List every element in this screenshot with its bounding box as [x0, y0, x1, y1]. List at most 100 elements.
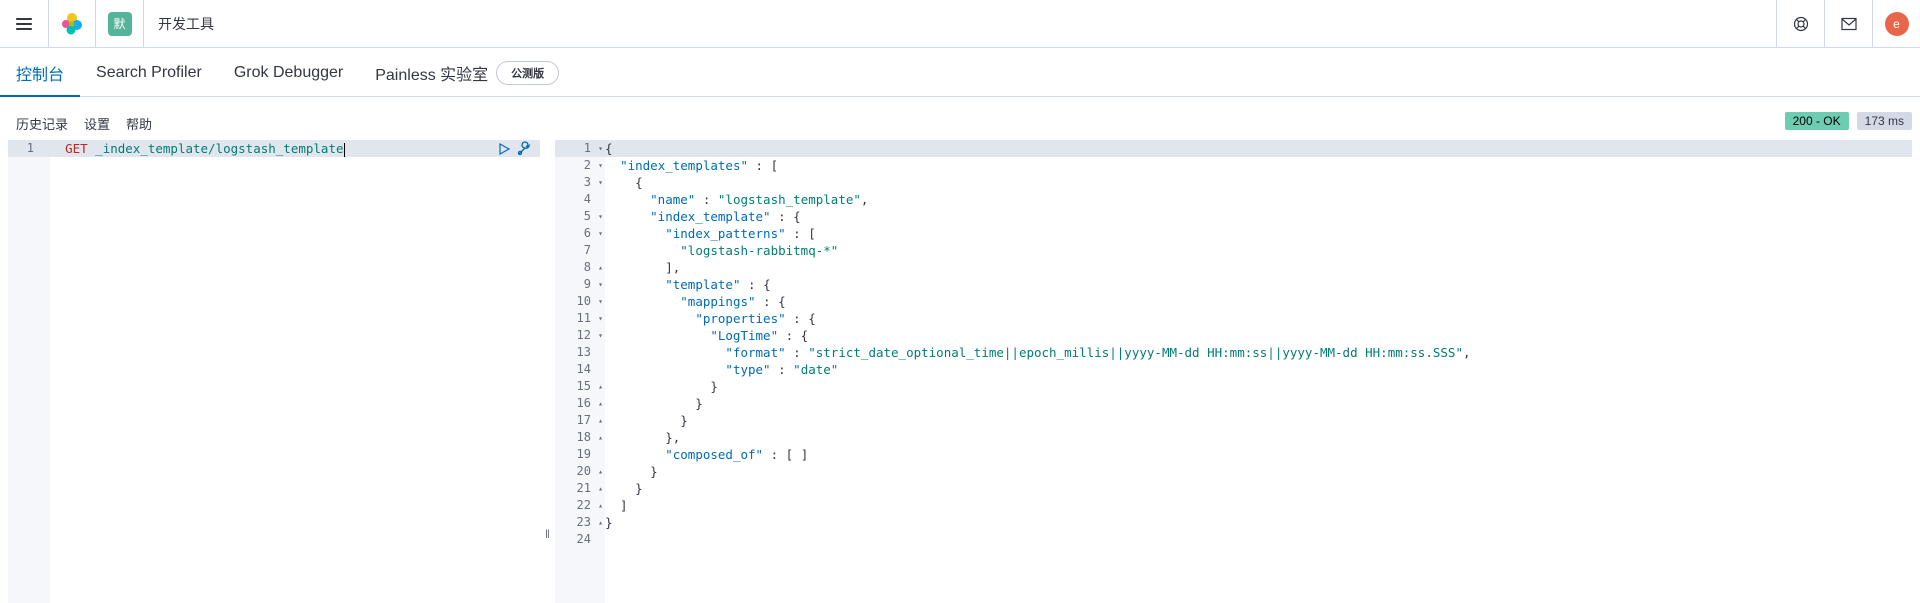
response-line: "name" : "logstash_template",: [650, 192, 869, 207]
avatar: e: [1884, 11, 1909, 36]
line-number: 16▴: [576, 396, 603, 410]
fold-toggle-icon[interactable]: ▾: [598, 212, 603, 221]
fold-toggle-icon[interactable]: ▾: [598, 178, 603, 187]
response-line: "logstash-rabbitmq-*": [680, 243, 839, 258]
response-line: "index_template" : {: [650, 209, 801, 224]
fold-toggle-icon[interactable]: ▴: [598, 263, 603, 272]
response-line: }: [605, 379, 718, 394]
line-number: 5▾: [583, 209, 603, 223]
fold-toggle-icon[interactable]: ▾: [598, 229, 603, 238]
fold-toggle-icon[interactable]: ▴: [598, 416, 603, 425]
status-badge: 200 - OK: [1784, 112, 1849, 130]
beta-badge: 公测版: [496, 60, 560, 85]
fold-toggle-icon[interactable]: ▴: [598, 399, 603, 408]
fold-toggle-icon[interactable]: ▾: [598, 331, 603, 340]
response-line: }: [605, 515, 613, 530]
response-line: }: [605, 396, 703, 411]
line-number: 9▾: [583, 277, 603, 291]
response-line: "index_templates" : [: [620, 158, 779, 173]
response-line: "properties" : {: [695, 311, 816, 326]
line-number: 11▾: [576, 311, 603, 325]
console-toolbar: 历史记录 设置 帮助 200 - OK 173 ms: [0, 112, 1920, 134]
line-number: 4: [583, 192, 591, 206]
line-number: 18▴: [576, 430, 603, 444]
help-menu-button[interactable]: [1776, 0, 1824, 48]
response-line: }: [605, 413, 688, 428]
request-time-badge: 173 ms: [1856, 112, 1912, 130]
line-number: 17▴: [576, 413, 603, 427]
fold-toggle-icon[interactable]: ▴: [598, 467, 603, 476]
pane-resize-handle[interactable]: ‖: [545, 527, 550, 541]
response-code[interactable]: { "index_templates" : [ { "name" : "logs…: [605, 140, 1912, 548]
line-number: 12▾: [576, 328, 603, 342]
response-line: },: [605, 430, 681, 445]
request-line[interactable]: GET _index_template/logstash_template: [50, 140, 540, 157]
response-line: "composed_of" : [ ]: [665, 447, 809, 462]
response-line: "format" : "strict_date_optional_time||e…: [725, 345, 1471, 360]
fold-toggle-icon[interactable]: ▴: [598, 484, 603, 493]
line-number: 22▴: [576, 498, 603, 512]
history-link[interactable]: 历史记录: [16, 116, 69, 132]
wrench-icon[interactable]: [516, 141, 532, 157]
elastic-logo-icon: [62, 12, 82, 34]
tab-label: Grok Debugger: [233, 63, 344, 81]
response-line: "index_patterns" : [: [665, 226, 816, 241]
hamburger-icon: [16, 17, 32, 30]
response-line: "mappings" : {: [680, 294, 786, 309]
fold-toggle-icon[interactable]: ▾: [598, 144, 603, 153]
tab-search-profiler[interactable]: Search Profiler: [80, 49, 218, 96]
tab-grok-debugger[interactable]: Grok Debugger: [218, 49, 359, 96]
fold-toggle-icon[interactable]: ▴: [598, 433, 603, 442]
tab-label: Painless 实验室: [375, 66, 489, 84]
play-icon[interactable]: [498, 143, 510, 155]
line-number: 14: [576, 362, 591, 376]
user-menu-button[interactable]: e: [1872, 0, 1920, 48]
line-number: 10▾: [576, 294, 603, 308]
response-line: ]: [605, 498, 628, 513]
response-line: "template" : {: [665, 277, 771, 292]
elastic-logo[interactable]: [48, 0, 96, 48]
request-path: _index_template/logstash_template: [87, 141, 344, 156]
line-number: 20▴: [576, 464, 603, 478]
line-number: 15▴: [576, 379, 603, 393]
help-link[interactable]: 帮助: [126, 116, 153, 132]
request-editor[interactable]: 1 GET _index_template/logstash_template: [8, 140, 540, 603]
top-header: 默 开发工具 e: [0, 0, 1920, 48]
line-number: 19: [576, 447, 591, 461]
newsfeed-button[interactable]: [1824, 0, 1872, 48]
response-line: "LogTime" : {: [710, 328, 809, 343]
request-method: GET: [65, 141, 88, 156]
settings-link[interactable]: 设置: [84, 116, 111, 132]
breadcrumb: 开发工具: [158, 15, 214, 32]
line-number: 24: [576, 532, 591, 546]
line-number: 8▴: [583, 260, 603, 274]
response-line: }: [605, 481, 643, 496]
line-number: 2▾: [583, 158, 603, 172]
tab-label: Search Profiler: [96, 63, 202, 81]
line-number: 21▴: [576, 481, 603, 495]
response-line: ],: [605, 260, 681, 275]
menu-button[interactable]: [0, 0, 48, 48]
text-cursor: [343, 142, 345, 157]
line-number: 7: [583, 243, 591, 257]
fold-toggle-icon[interactable]: ▴: [598, 382, 603, 391]
request-code[interactable]: GET _index_template/logstash_template: [50, 140, 540, 157]
response-line: [605, 531, 1912, 548]
fold-toggle-icon[interactable]: ▴: [598, 501, 603, 510]
line-number: 6▾: [583, 226, 603, 240]
mail-icon: [1840, 17, 1857, 30]
space-selector[interactable]: 默: [96, 0, 144, 48]
tab-console[interactable]: 控制台: [0, 49, 81, 97]
line-number: 1: [8, 140, 50, 157]
fold-toggle-icon[interactable]: ▾: [598, 161, 603, 170]
fold-toggle-icon[interactable]: ▾: [598, 280, 603, 289]
response-line: {: [605, 140, 1912, 157]
fold-toggle-icon[interactable]: ▾: [598, 314, 603, 323]
response-line: {: [605, 175, 643, 190]
tab-painless-lab[interactable]: Painless 实验室 公测版: [359, 49, 575, 96]
fold-toggle-icon[interactable]: ▾: [598, 297, 603, 306]
fold-toggle-icon[interactable]: ▴: [598, 518, 603, 527]
request-gutter: 1: [8, 140, 50, 603]
